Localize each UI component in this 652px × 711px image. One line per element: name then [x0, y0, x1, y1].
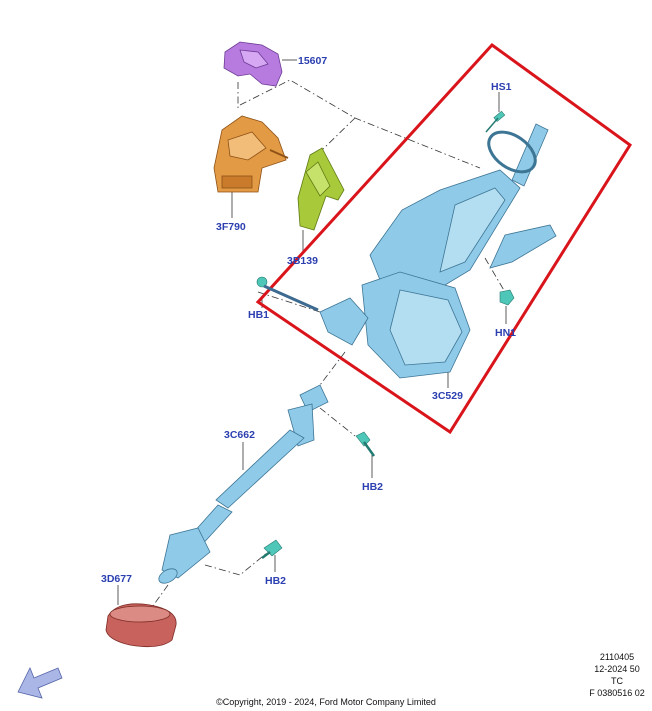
label-hs1: HS1 — [491, 81, 512, 93]
meta-region: TC — [611, 676, 623, 686]
label-hb2-upper: HB2 — [362, 481, 383, 493]
label-3c662: 3C662 — [224, 429, 255, 441]
part-3f790-shape — [213, 115, 289, 193]
part-3b139-shape — [297, 147, 345, 231]
label-15607: 15607 — [298, 55, 327, 67]
label-hb2-lower: HB2 — [265, 575, 286, 587]
part-15607-shape — [223, 41, 283, 87]
label-3d677: 3D677 — [101, 573, 132, 585]
meta-code: 2110405 — [599, 652, 635, 662]
label-3f790: 3F790 — [216, 221, 246, 233]
fastener-hb2-upper-shape — [355, 431, 376, 457]
fastener-hn1-shape — [499, 289, 515, 306]
fastener-hb1-shape — [256, 276, 319, 312]
fastener-hb2-lower-shape — [261, 539, 283, 559]
diagram-meta: 2110405 12-2024 50 TC F 0380516 02 — [582, 651, 652, 699]
part-3c662-shape — [158, 384, 329, 584]
part-3d677-shape — [105, 603, 177, 648]
label-3c529: 3C529 — [432, 390, 463, 402]
meta-date: 12-2024 50 — [594, 664, 640, 674]
back-arrow-icon[interactable] — [17, 667, 63, 699]
highlight-frame — [255, 42, 633, 435]
part-3c529-shape — [319, 123, 557, 379]
meta-ref: F 0380516 02 — [589, 688, 645, 698]
label-hb1: HB1 — [248, 309, 269, 321]
copyright-notice: ©Copyright, 2019 - 2024, Ford Motor Comp… — [216, 697, 436, 707]
label-3b139: 3B139 — [287, 255, 318, 267]
label-hn1: HN1 — [495, 327, 516, 339]
fastener-hs1-shape — [485, 110, 506, 133]
